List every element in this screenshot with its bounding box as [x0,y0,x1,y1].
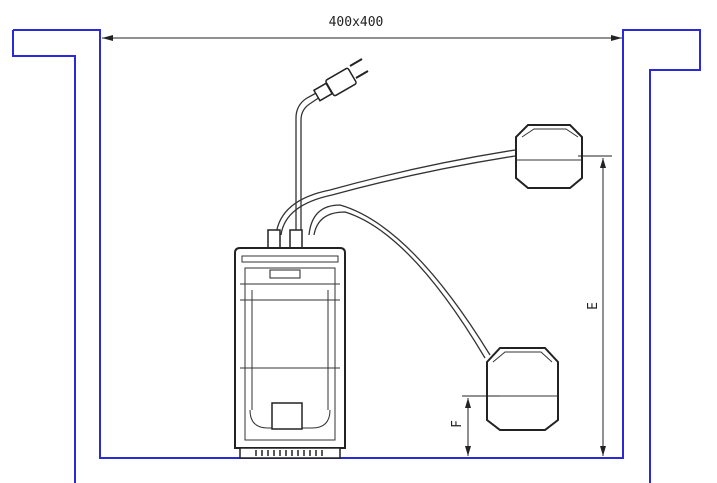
pit-outline [12,29,701,483]
dimension-f: F [450,395,500,456]
upper-float-switch [515,124,583,189]
pump-outlet [271,402,303,430]
pump-base-grille [239,447,341,459]
width-dimension: 400x400 [102,15,622,41]
pump-body [234,229,346,459]
pit-left-rim [12,30,76,483]
power-cable [295,91,319,235]
width-arrow-right [611,35,622,41]
power-plug [295,58,369,235]
pit-left-wall [13,29,701,483]
dimension-e: E [578,155,612,456]
lower-float-switch [486,347,559,431]
label-f: F [450,420,465,428]
plug-pin-bottom [355,70,369,79]
float-cables [275,149,516,359]
width-label: 400x400 [329,15,384,30]
pump-housing [234,247,346,449]
label-e: E [586,302,601,310]
plug-body [325,67,357,97]
upper-float-cable [275,149,516,236]
width-arrow-left [102,35,113,41]
plug-pin-top [349,58,363,67]
lower-float-cable [308,204,491,356]
